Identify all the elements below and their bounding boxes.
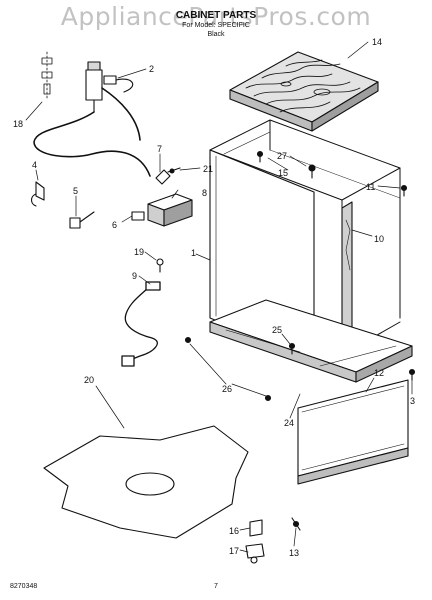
callout-4: 4 — [32, 160, 37, 170]
bracket-part-7 — [155, 169, 171, 185]
callout-2: 2 — [149, 64, 154, 74]
callout-26: 26 — [222, 384, 232, 394]
callout-labels: 14 2 18 7 21 27 15 8 11 4 5 6 10 19 1 9 … — [13, 37, 415, 558]
junction-box-part-8 — [147, 193, 193, 227]
callout-6: 6 — [112, 220, 117, 230]
cord-part-5 — [69, 211, 95, 229]
callout-9: 9 — [132, 271, 137, 281]
screw-part-26b — [264, 394, 272, 402]
callout-24: 24 — [284, 418, 294, 428]
callout-8: 8 — [202, 188, 207, 198]
clip-part-4 — [30, 181, 45, 207]
fill-hose — [33, 87, 151, 177]
leveling-foot-part-17 — [245, 543, 265, 564]
screw-part-26a — [184, 336, 192, 344]
exploded-fittings-part-18 — [41, 51, 53, 101]
doc-number: 8270348 — [10, 583, 38, 590]
callout-27: 27 — [277, 151, 287, 161]
callout-19: 19 — [134, 247, 144, 257]
callout-18: 18 — [13, 119, 23, 129]
callout-17: 17 — [229, 546, 239, 556]
callout-5: 5 — [73, 186, 78, 196]
callout-14: 14 — [372, 37, 382, 47]
callout-11: 11 — [366, 182, 375, 192]
cabinet-top-part-14 — [229, 51, 379, 132]
screw-part-13 — [291, 517, 301, 531]
diagram-subtitle: For Model: SPECIFIC — [182, 22, 250, 29]
callout-21: 21 — [203, 164, 213, 174]
screw-part-3 — [408, 368, 416, 381]
callout-16: 16 — [229, 526, 239, 536]
connector-part-6 — [131, 211, 145, 221]
screw-part-27 — [308, 164, 316, 179]
callout-7: 7 — [157, 144, 162, 154]
callout-20: 20 — [84, 375, 94, 385]
screw-part-25 — [288, 342, 296, 355]
power-cord-part-9 — [121, 281, 161, 367]
base-part-24 — [209, 299, 413, 383]
toe-panel-part-12 — [297, 379, 409, 485]
screw-part-15 — [256, 150, 264, 163]
page-number: 7 — [214, 583, 218, 590]
callout-10: 10 — [374, 234, 384, 244]
watermark: AppliancePartsPros.com — [60, 2, 372, 31]
diagram-title: CABINET PARTS — [175, 10, 257, 21]
callout-12: 12 — [374, 368, 384, 378]
callout-13: 13 — [289, 548, 299, 558]
callout-1: 1 — [191, 248, 196, 258]
screw-part-11 — [400, 184, 408, 197]
leveling-foot-part-16 — [249, 519, 263, 537]
callout-3: 3 — [410, 396, 415, 406]
grommet-part-19 — [156, 258, 164, 273]
fill-valve-part-2 — [85, 61, 134, 113]
screw-part-21 — [167, 167, 181, 174]
rear-panel-trim-part-10 — [341, 201, 353, 345]
leader-lines — [25, 41, 413, 553]
insulation-pad-part-20 — [43, 425, 249, 539]
callout-25: 25 — [272, 325, 282, 335]
callout-15: 15 — [278, 168, 288, 178]
diagram-color: Black — [207, 31, 225, 38]
